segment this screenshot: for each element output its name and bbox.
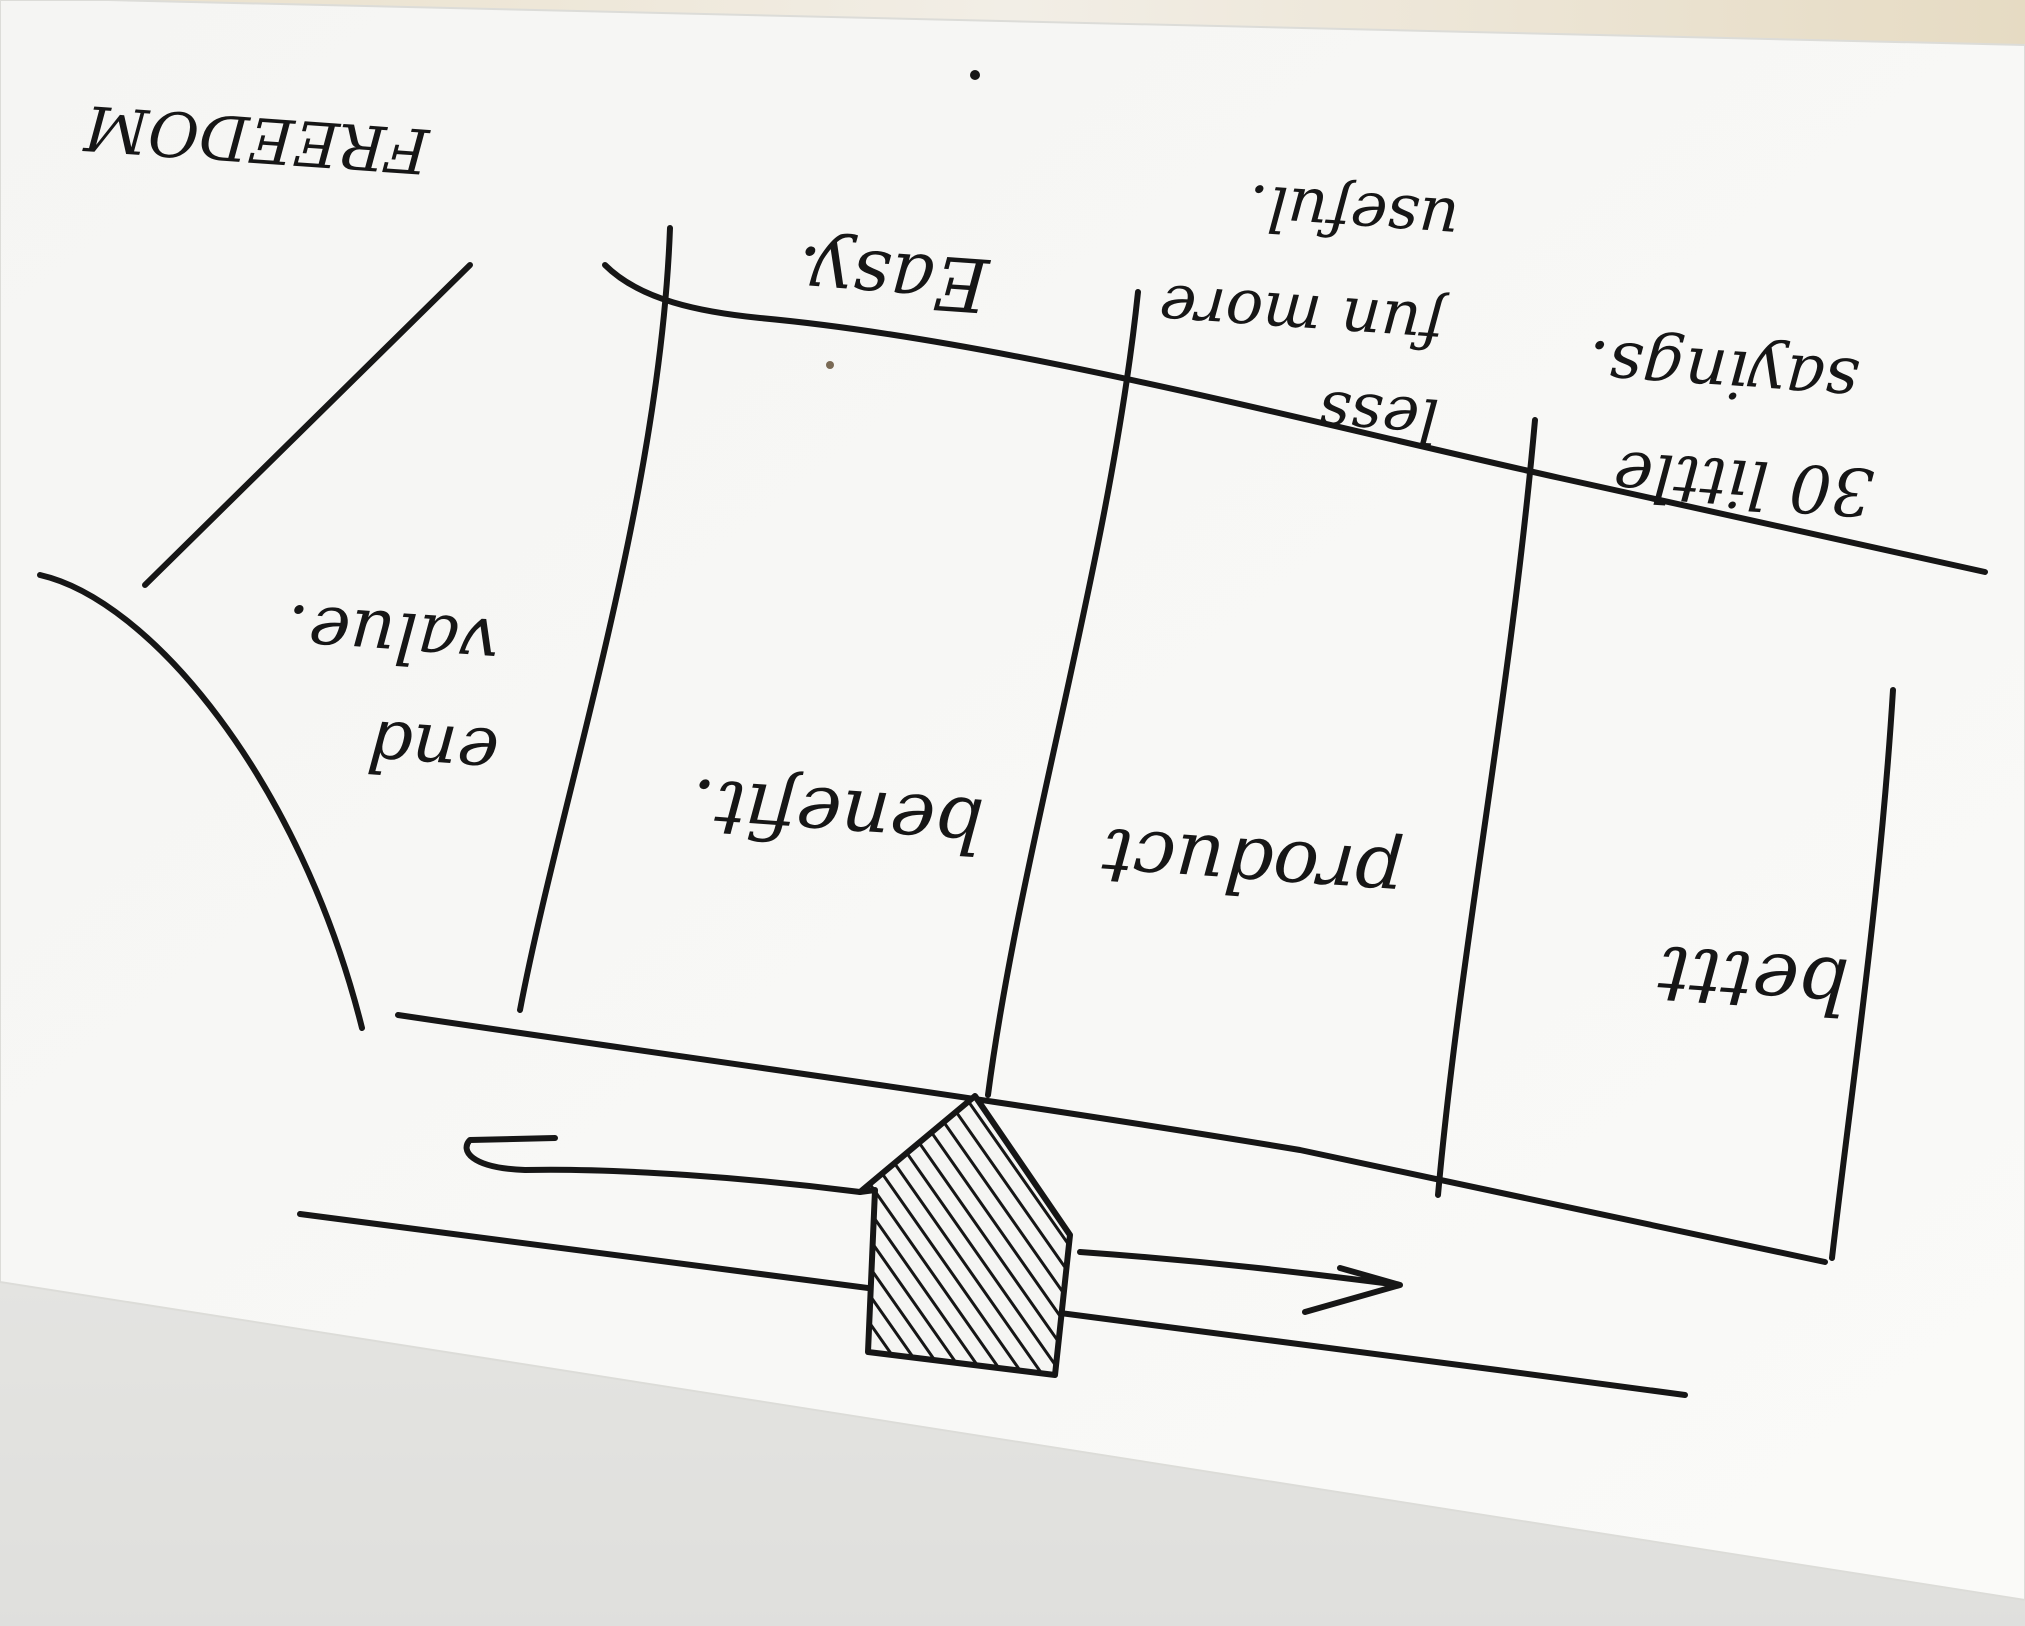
end-value-line2: value.: [284, 588, 502, 685]
column-3-body: bettt: [1655, 928, 1852, 1031]
ink-dot: [826, 361, 834, 369]
end-value-line1: end: [364, 704, 501, 795]
ink-dot: [970, 70, 980, 80]
column-2-header-line1: less: [1316, 377, 1441, 458]
column-2-header-line3: useful.: [1246, 170, 1461, 258]
column-1-header: Easy.: [794, 229, 993, 328]
